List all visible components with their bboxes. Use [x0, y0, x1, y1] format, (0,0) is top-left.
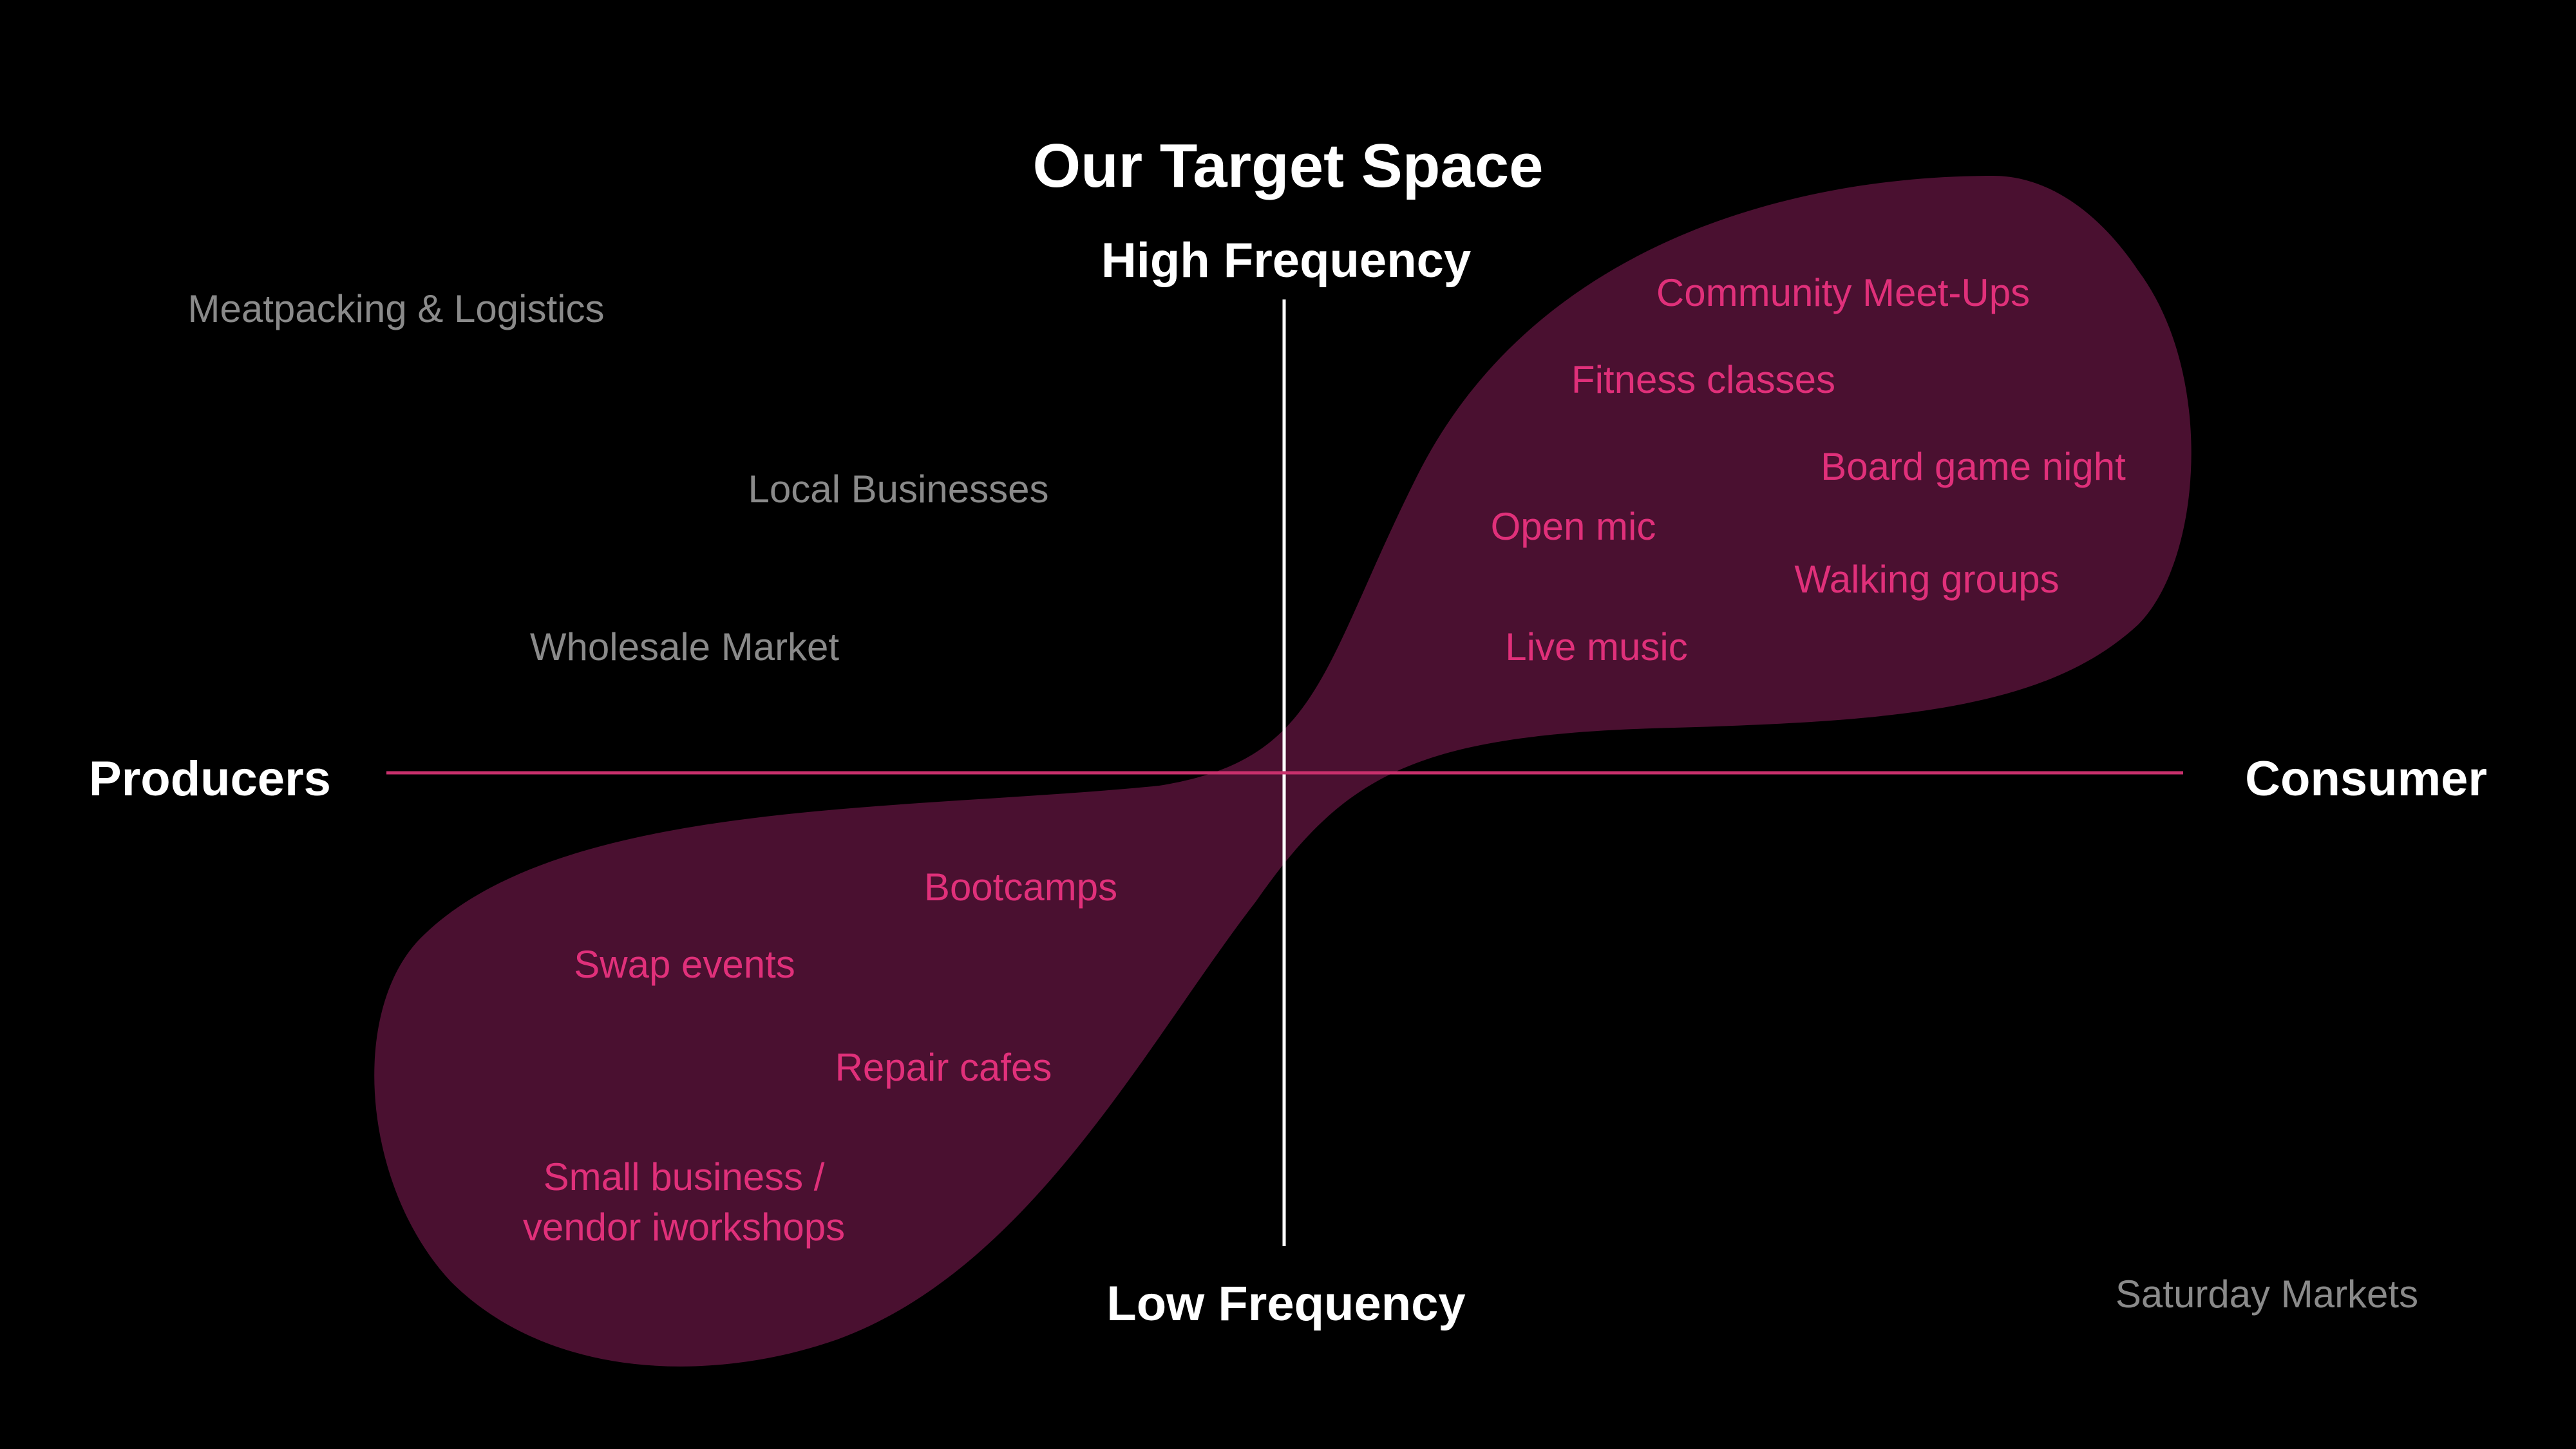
other-item-saturday-markets: Saturday Markets: [2116, 1273, 2418, 1316]
axis-label-high-frequency: High Frequency: [1101, 233, 1471, 288]
axis-label-low-frequency: Low Frequency: [1106, 1276, 1465, 1331]
target-item-swap-events: Swap events: [574, 943, 795, 986]
target-item-fitness-classes: Fitness classes: [1571, 358, 1835, 401]
target-item-small-business-line2: vendor iworkshops: [523, 1206, 845, 1249]
target-item-bootcamps: Bootcamps: [924, 866, 1117, 909]
target-item-live-music: Live music: [1505, 625, 1687, 668]
target-item-open-mic: Open mic: [1491, 505, 1656, 548]
target-item-small-business-line1: Small business /: [544, 1155, 825, 1198]
axis-label-producers: Producers: [89, 752, 331, 806]
target-item-walking-groups: Walking groups: [1794, 558, 2059, 601]
axis-label-consumer: Consumer: [2245, 752, 2487, 806]
target-item-board-game-night: Board game night: [1821, 445, 2126, 488]
other-item-wholesale-market: Wholesale Market: [530, 625, 840, 668]
other-item-local-businesses: Local Businesses: [748, 468, 1049, 511]
target-item-community-meetups: Community Meet-Ups: [1656, 271, 2030, 314]
target-item-repair-cafes: Repair cafes: [835, 1046, 1052, 1089]
diagram-title: Our Target Space: [1032, 131, 1543, 200]
other-item-meatpacking-logistics: Meatpacking & Logistics: [188, 287, 605, 330]
